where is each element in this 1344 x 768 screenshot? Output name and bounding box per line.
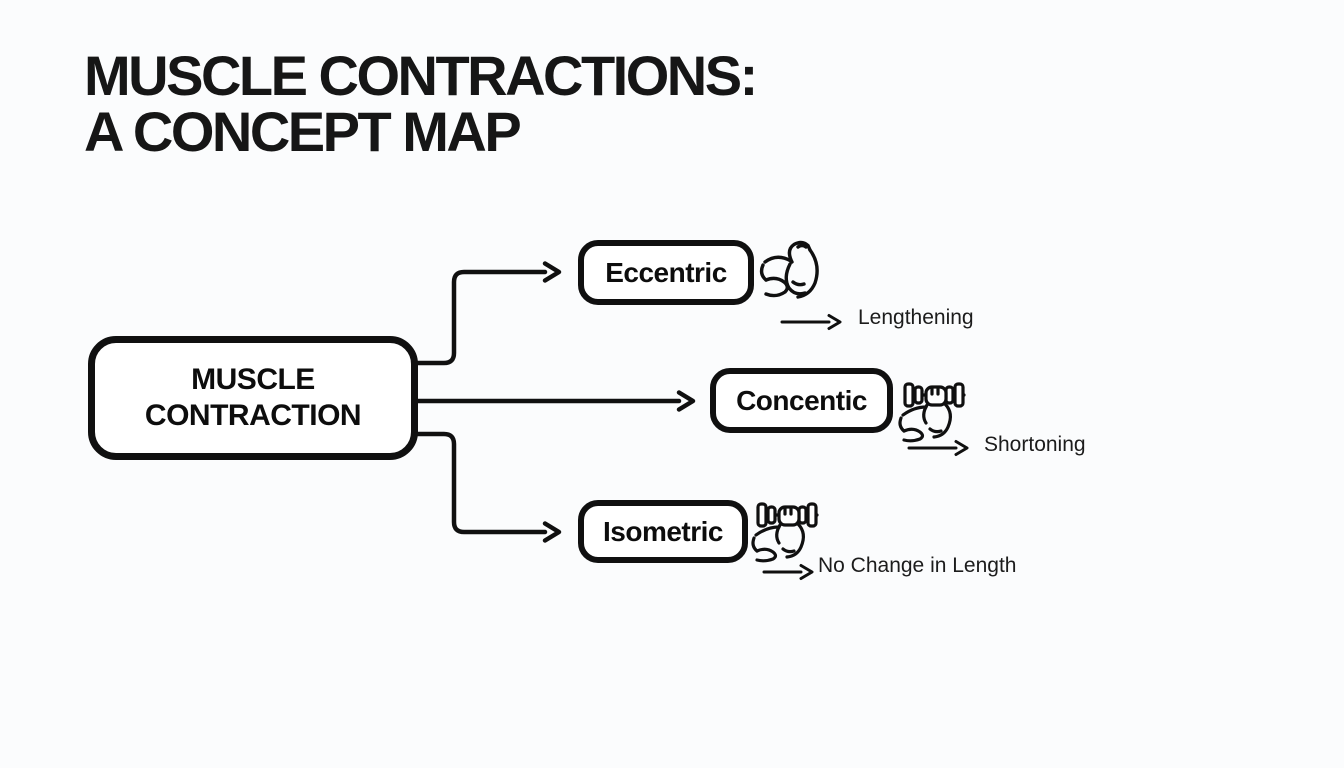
arm-dumbbell-icon — [898, 382, 966, 443]
node-concentic-label: Concentic — [736, 384, 867, 416]
result-label-lengthening: Lengthening — [858, 306, 974, 329]
page-title: MUSCLE CONTRACTIONS: A CONCEPT MAP — [84, 44, 758, 163]
flexed-bicep-icon — [759, 240, 819, 299]
node-concentic: Concentic — [710, 368, 893, 433]
connector-concentic — [411, 390, 696, 412]
node-eccentric: Eccentric — [578, 240, 754, 305]
connector-isometric — [411, 431, 562, 543]
result-arrow-icon — [762, 564, 814, 580]
result-arrow-icon — [907, 440, 969, 456]
result-arrow-icon — [780, 314, 842, 330]
root-label-line1: MUSCLE — [191, 363, 315, 396]
root-label-line2: CONTRACTION — [144, 399, 362, 432]
result-label-shortoning: Shortoning — [984, 433, 1086, 456]
page-title-line1: MUSCLE CONTRACTIONS: — [84, 44, 758, 107]
node-muscle-contraction: MUSCLE CONTRACTION — [88, 336, 418, 460]
connector-eccentric — [411, 261, 562, 366]
page-title-line2: A CONCEPT MAP — [84, 100, 522, 163]
arm-dumbbell-icon — [751, 502, 819, 563]
node-eccentric-label: Eccentric — [605, 256, 727, 288]
node-isometric: Isometric — [578, 500, 748, 563]
node-isometric-label: Isometric — [603, 515, 724, 547]
result-label-no-change: No Change in Length — [818, 554, 1017, 577]
